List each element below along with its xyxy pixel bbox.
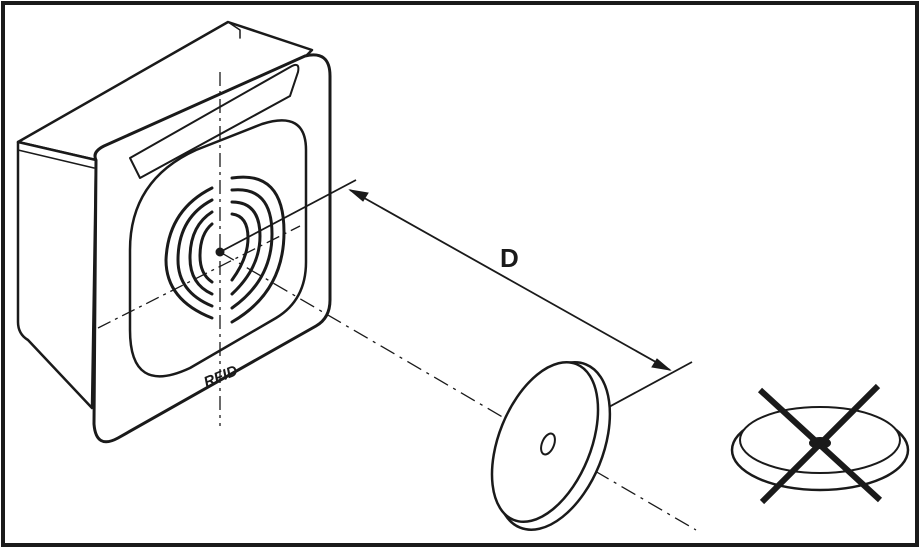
reader-housing-side (16, 140, 98, 410)
extension-line-reader (219, 179, 357, 253)
dimension-arrow-start (348, 189, 369, 202)
dimension-label: D (500, 243, 519, 273)
reader-horizontal-centerline (97, 225, 301, 329)
axis-lines (97, 72, 697, 531)
antenna-arc (230, 175, 286, 324)
antenna-arc (176, 198, 214, 308)
antenna-arc (198, 222, 214, 284)
dimension-arrow-end (651, 358, 672, 371)
antenna-arc (164, 186, 214, 320)
antenna-arc (230, 200, 262, 296)
x-cross-icon (757, 383, 883, 505)
antenna-arc (230, 188, 274, 310)
antenna-arc (188, 210, 214, 296)
rfid-reader (16, 20, 332, 444)
dimension-line (349, 189, 671, 371)
reader-visor (129, 63, 300, 179)
tag-center-hole (540, 432, 556, 456)
rfid-tag-correct (490, 360, 612, 531)
